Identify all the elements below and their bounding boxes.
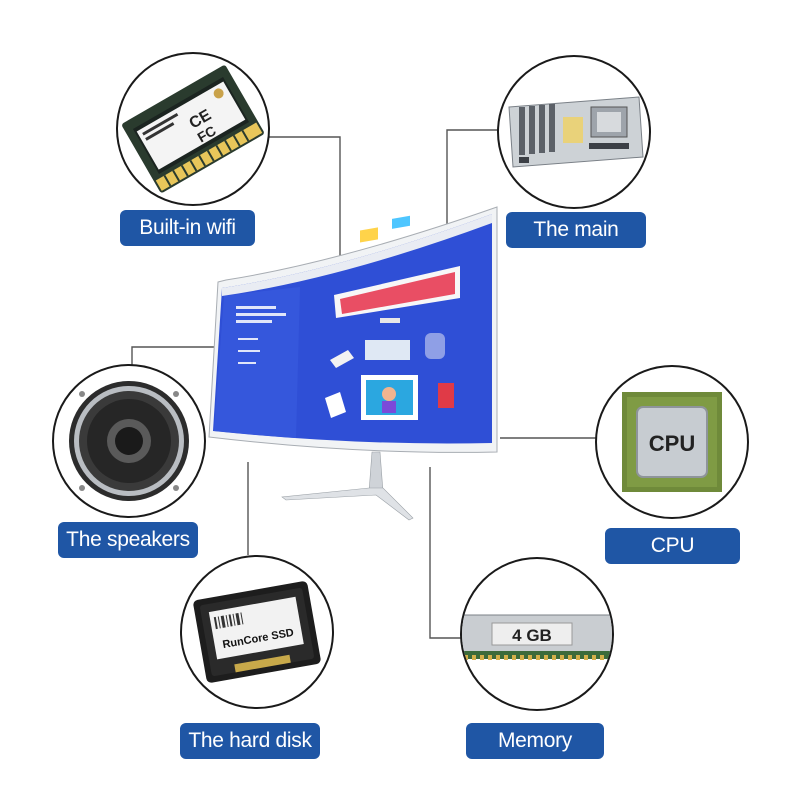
cpu-circle: CPU <box>595 365 749 519</box>
speaker-icon <box>69 381 189 501</box>
mainboard-label: The main board <box>506 212 646 277</box>
wifi-connector <box>262 136 341 262</box>
harddisk-circle: RunCore SSD <box>180 555 334 709</box>
memory-circle: 4 GB <box>460 557 614 711</box>
cpu-label: CPU <box>605 528 740 564</box>
ram-stick-icon: 4 GB <box>462 614 612 660</box>
ssd-icon: RunCore SSD <box>193 581 321 683</box>
cpu-chip-icon: CPU <box>622 392 722 492</box>
motherboard-icon <box>508 96 644 168</box>
wifi-circle: CE FC <box>116 52 270 206</box>
speakers-circle <box>52 364 206 518</box>
cpu-chip-text: CPU <box>649 431 695 456</box>
wifi-card-icon: CE FC <box>122 65 264 193</box>
wifi-label: Built-in wifi <box>120 210 255 246</box>
memory-connector <box>429 467 465 639</box>
monitor-stand <box>281 451 414 521</box>
harddisk-label: The hard disk <box>180 723 320 759</box>
ram-size-text: 4 GB <box>512 626 552 645</box>
mainboard-connector <box>446 129 500 232</box>
speakers-label: The speakers <box>58 522 198 558</box>
mainboard-circle <box>497 55 651 209</box>
memory-label: Memory <box>466 723 604 759</box>
